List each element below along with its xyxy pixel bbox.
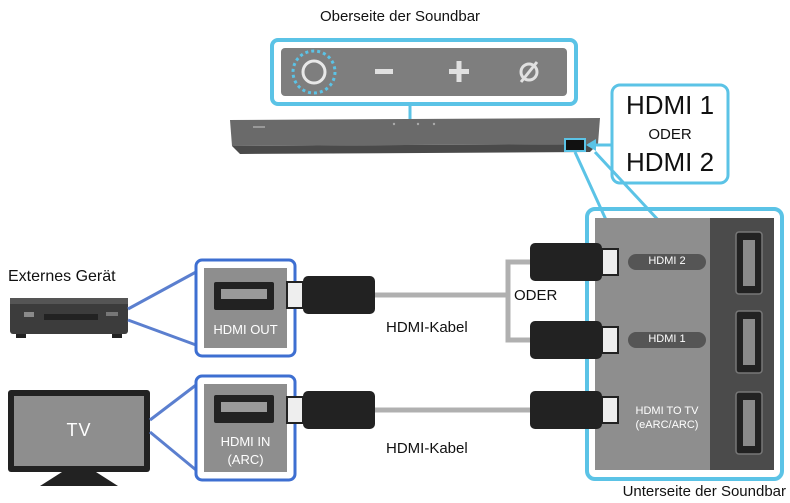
soundbar-port-hdmi2-connector (735, 231, 763, 295)
soundbar-port-tv-label: HDMI TO TV (635, 405, 699, 417)
cable-2-label: HDMI-Kabel (386, 440, 468, 457)
tv-callout-top (149, 383, 197, 422)
soundbar-port-hdmi2-label: HDMI 2 (648, 255, 686, 267)
volume-down-button[interactable] (375, 69, 393, 74)
hdmi-out-port (214, 282, 274, 310)
plug-soundbar-hdmi2 (530, 243, 619, 281)
top-panel (281, 48, 567, 96)
hdmi-label-box (610, 83, 730, 185)
oder-small-label: ODER (648, 126, 692, 143)
hdmi1-big-label: HDMI 1 (625, 90, 715, 120)
volume-up-button[interactable] (449, 61, 469, 82)
hdmi2-big-label: HDMI 2 (625, 147, 715, 177)
soundbar-port-hdmi1-label: HDMI 1 (648, 333, 686, 345)
cable-device-to-soundbar (372, 259, 530, 343)
hdmi-out-label: HDMI OUT (213, 322, 278, 337)
soundbar-port-hdmi1-connector (735, 310, 763, 374)
hdmi-in-label: HDMI IN (220, 434, 271, 449)
port-arrow-head (586, 139, 596, 151)
port-pill-hdmi2 (628, 254, 706, 270)
external-device-label: Externes Gerät (8, 268, 116, 285)
hdmi-in-arc-label: (ARC) (227, 452, 264, 467)
hdmi-in-frame (194, 374, 297, 482)
bottom-side-label: Unterseite der Soundbar (622, 483, 786, 500)
mute-button[interactable] (519, 61, 539, 83)
tv-callout-bottom (149, 430, 197, 472)
soundbar-port-tv-connector (735, 391, 763, 455)
plug-tv-end (286, 391, 375, 429)
soundbar-hdmi-port (564, 138, 586, 152)
device-callout-top (127, 270, 197, 311)
oder-cable-label: ODER (514, 287, 558, 304)
plug-device-end (286, 276, 375, 314)
device-callout-bottom (127, 318, 197, 347)
power-button[interactable] (291, 49, 337, 95)
top-panel-frame (270, 38, 578, 106)
soundbar-port-tv-arc-label: (eARC/ARC) (635, 419, 699, 431)
hdmi-in-port (214, 395, 274, 423)
tv-icon (8, 390, 150, 486)
port-pill-hdmi1 (628, 332, 706, 348)
top-side-label: Oberseite der Soundbar (319, 8, 481, 25)
plug-soundbar-tv (530, 391, 619, 429)
tv-screen-label: TV (66, 420, 92, 440)
soundbar (230, 118, 600, 154)
cable-1-label: HDMI-Kabel (386, 319, 468, 336)
external-device-icon (10, 298, 128, 338)
plug-soundbar-hdmi1 (530, 321, 619, 359)
